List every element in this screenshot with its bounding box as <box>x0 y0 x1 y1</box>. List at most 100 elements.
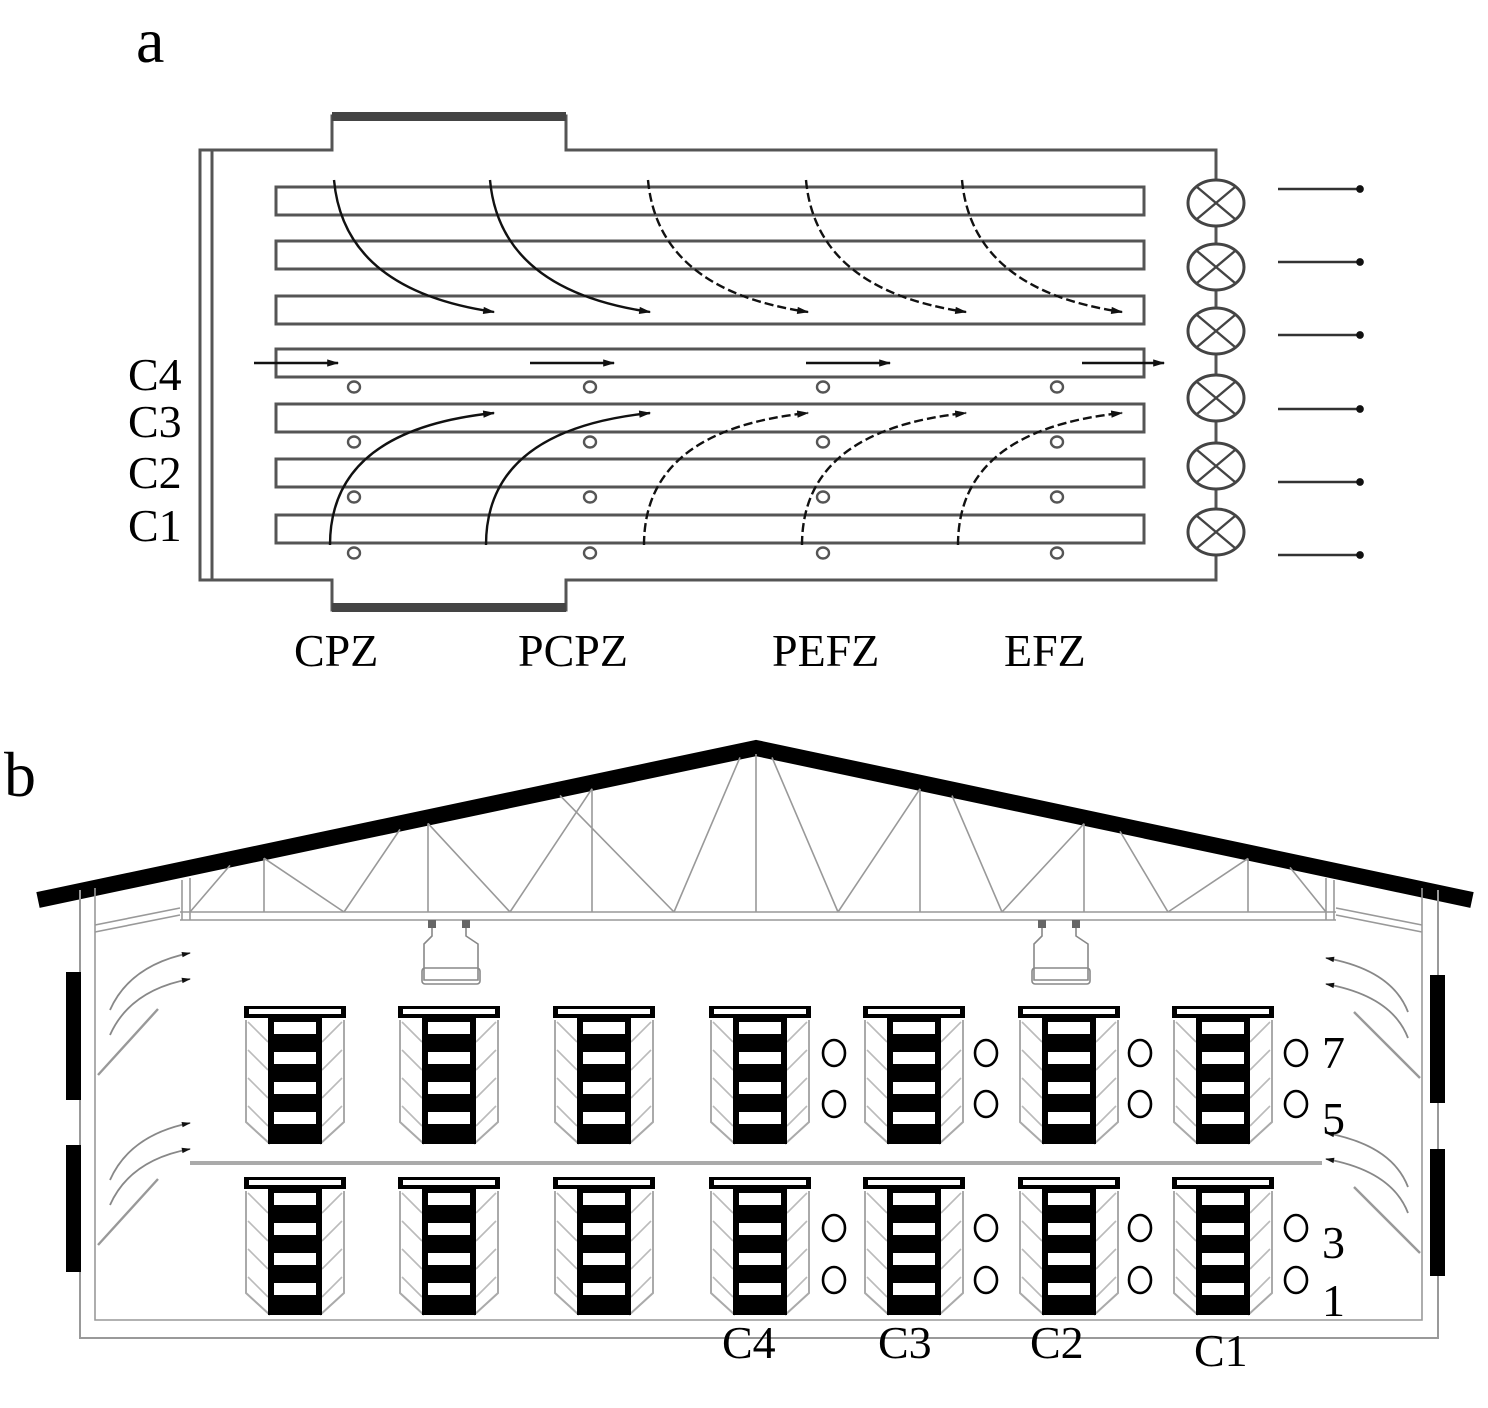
side-cooling-pad <box>66 972 81 1100</box>
cage-chevron <box>712 1077 808 1099</box>
airflow-curve-lower <box>328 410 496 546</box>
cage-chevron <box>556 1276 652 1298</box>
cage-top-slot <box>249 1009 341 1014</box>
cage-tier <box>583 1052 625 1064</box>
cage-chevron <box>1175 1248 1271 1270</box>
measurement-point <box>973 1089 999 1119</box>
cage-chevron <box>1021 1049 1117 1071</box>
cage-core <box>577 1187 631 1315</box>
cage-chevron <box>1175 1105 1271 1127</box>
fan-cross <box>1196 250 1236 284</box>
cage-chevron <box>247 1220 343 1242</box>
cage-chevron <box>401 1077 497 1099</box>
panel-a-plan-view <box>198 112 1364 612</box>
cage-chevron <box>866 1220 962 1242</box>
measurement-point <box>1283 1213 1309 1243</box>
cage-tier <box>1202 1082 1244 1094</box>
cage-core <box>1196 1016 1250 1144</box>
measurement-point <box>821 1213 847 1243</box>
cage-core <box>422 1016 476 1144</box>
roof <box>36 739 1474 908</box>
cage-stack <box>863 1177 965 1316</box>
fan-cross <box>1196 515 1236 549</box>
cage-chevron <box>401 1276 497 1298</box>
zone-label-pefz: PEFZ <box>772 625 879 676</box>
inlet-baffle <box>1353 1186 1421 1254</box>
measurement-point <box>973 1265 999 1295</box>
cage-tier <box>428 1022 470 1034</box>
sensor-point <box>815 490 831 504</box>
cage-tier <box>583 1283 625 1295</box>
cage-tier <box>428 1082 470 1094</box>
cage-tier <box>1202 1193 1244 1205</box>
lamp-mount <box>1072 920 1080 928</box>
cage-side <box>554 1020 654 1145</box>
cage-chevron <box>1021 1192 1117 1214</box>
cage-tier <box>583 1082 625 1094</box>
cage-chevron <box>556 1105 652 1127</box>
sensor-point <box>815 380 831 394</box>
cage-stack <box>398 1177 500 1316</box>
measurement-point <box>821 1038 847 1068</box>
cage-top-slot <box>558 1009 650 1014</box>
cage-top-slot <box>1023 1180 1115 1185</box>
height-label-5: 5 <box>1322 1093 1345 1144</box>
cage-top-slot <box>1023 1009 1115 1014</box>
cage-chevron <box>1021 1248 1117 1270</box>
cage-tier <box>1048 1082 1090 1094</box>
cage-tier <box>739 1223 781 1235</box>
column-label-c4: C4 <box>722 1317 776 1368</box>
cage-stack <box>1018 1177 1120 1316</box>
cage-chevron <box>401 1049 497 1071</box>
fan-cross <box>1196 314 1236 348</box>
row-label-c1: C1 <box>128 500 182 551</box>
sensor-point <box>346 380 362 394</box>
cage-tier <box>893 1193 935 1205</box>
cage-tier <box>1202 1022 1244 1034</box>
cage-tier <box>739 1253 781 1265</box>
cage-core <box>1196 1187 1250 1315</box>
lamp-mount <box>428 920 436 928</box>
cage-stack <box>709 1006 811 1145</box>
cage-core <box>577 1016 631 1144</box>
cage-chevron <box>247 1077 343 1099</box>
cage-chevron <box>247 1105 343 1127</box>
cage-chevron <box>247 1021 343 1043</box>
inlet-airflow-arrow <box>109 977 191 1036</box>
sensor-point <box>346 546 362 560</box>
cage-chevron <box>866 1276 962 1298</box>
cage-side <box>1019 1020 1119 1145</box>
zone-label-cpz: CPZ <box>294 625 378 676</box>
cage-row <box>274 239 1146 271</box>
cage-tier <box>274 1223 316 1235</box>
lamp-body <box>423 928 479 981</box>
cage-chevron <box>556 1049 652 1071</box>
cage-side <box>554 1191 654 1316</box>
sensor-point <box>582 490 598 504</box>
zone-label-pcpz: PCPZ <box>518 625 628 676</box>
airflow-curve-upper <box>646 179 810 314</box>
zone-label-efz: EFZ <box>1004 625 1086 676</box>
cage-chevron <box>1021 1077 1117 1099</box>
truss-post <box>181 878 1335 920</box>
inlet-airflow-arrow <box>109 951 191 1011</box>
exhaust-fan-icon <box>1186 441 1246 491</box>
cage-core <box>268 1016 322 1144</box>
cage-side <box>864 1020 964 1145</box>
cage-core <box>733 1016 787 1144</box>
cage-chevron <box>712 1248 808 1270</box>
cage-side <box>710 1191 810 1316</box>
cage-tier <box>1048 1052 1090 1064</box>
cage-tier <box>739 1193 781 1205</box>
cage-tier <box>893 1223 935 1235</box>
cage-top-slot <box>1177 1180 1269 1185</box>
inlet-airflow-arrow <box>109 1121 191 1181</box>
cage-top-slot <box>403 1180 495 1185</box>
cage-tier <box>428 1052 470 1064</box>
cage-chevron <box>1175 1077 1271 1099</box>
cage-tier <box>893 1052 935 1064</box>
cage-tier <box>274 1082 316 1094</box>
cage-chevron <box>401 1248 497 1270</box>
outer-wall <box>79 890 1439 1339</box>
sensor-point <box>815 435 831 449</box>
